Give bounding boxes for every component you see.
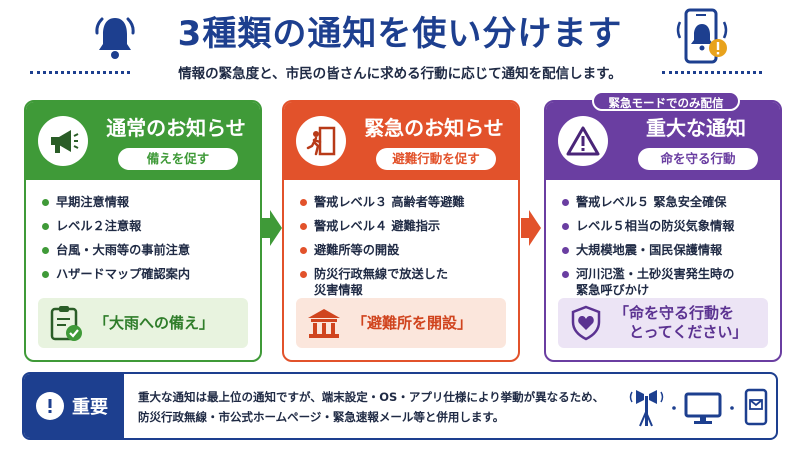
card-item-list: 警戒レベル３ 高齢者等避難 警戒レベル４ 避難指示 避難所等の開設 防災行政無線… bbox=[284, 180, 518, 298]
example-text: 「避難所を開設」 bbox=[352, 313, 473, 332]
exclamation-icon bbox=[36, 392, 64, 420]
list-item: 警戒レベル３ 高齢者等避難 bbox=[300, 194, 518, 210]
card-item-list: 警戒レベル５ 緊急安全確保 レベル５相当の防災気象情報 大規模地震・国民保護情報… bbox=[546, 180, 780, 298]
list-item: 早期注意情報 bbox=[42, 194, 260, 210]
separator-dot bbox=[730, 406, 734, 410]
card-header: 緊急のお知らせ 避難行動を促す bbox=[284, 102, 518, 180]
list-item: 台風・大雨等の事前注意 bbox=[42, 242, 260, 258]
page-subtitle: 情報の緊急度と、市民の皆さんに求める行動に応じて通知を配信します。 bbox=[178, 66, 622, 82]
list-item: 警戒レベル５ 緊急安全確保 bbox=[562, 194, 780, 210]
list-item: 防災行政無線で放送した 災害情報 bbox=[300, 266, 518, 298]
example-box: 「避難所を開設」 bbox=[296, 298, 506, 348]
card-title: 通常のお知らせ bbox=[106, 116, 246, 140]
card-header: 通常のお知らせ 備えを促す bbox=[26, 102, 260, 180]
checklist-icon bbox=[38, 298, 94, 348]
header: 3種類の通知を使い分けます 情報の緊急度と、市民の皆さんに求める行動に応じて通知… bbox=[0, 0, 800, 92]
monitor-icon bbox=[684, 392, 722, 424]
shelter-building-icon bbox=[296, 298, 352, 348]
list-item: 大規模地震・国民保護情報 bbox=[562, 242, 780, 258]
bell-icon bbox=[95, 17, 135, 59]
card-urgent-notice: 緊急のお知らせ 避難行動を促す 警戒レベル３ 高齢者等避難 警戒レベル４ 避難指… bbox=[282, 100, 520, 362]
example-box: 「命を守る行動を とってください」 bbox=[558, 298, 768, 348]
list-item: 避難所等の開設 bbox=[300, 242, 518, 258]
important-notice: 重要 重大な通知は最上位の通知ですが、端末設定・OS・アプリ仕様により挙動が異な… bbox=[22, 372, 778, 440]
list-item: 警戒レベル４ 避難指示 bbox=[300, 218, 518, 234]
card-critical-notice: 重大な通知 命を守る行動 警戒レベル５ 緊急安全確保 レベル５相当の防災気象情報… bbox=[544, 100, 782, 362]
example-text: 「大雨への備え」 bbox=[94, 313, 215, 332]
notice-icon-row bbox=[629, 388, 768, 427]
notice-text-line: 防災行政無線・市公式ホームページ・緊急速報メール等と併用します。 bbox=[138, 410, 505, 424]
notice-label: 重要 bbox=[72, 397, 108, 418]
shield-heart-icon bbox=[558, 298, 614, 348]
mail-icon bbox=[744, 388, 768, 426]
card-header: 重大な通知 命を守る行動 bbox=[546, 102, 780, 180]
divider-dots-right bbox=[662, 71, 762, 74]
arrow-right-icon bbox=[521, 210, 541, 246]
example-text: 「命を守る行動を とってください」 bbox=[614, 304, 748, 341]
notice-text: 重大な通知は最上位の通知ですが、端末設定・OS・アプリ仕様により挙動が異なるため… bbox=[138, 387, 620, 427]
card-title: 重大な通知 bbox=[646, 116, 746, 140]
separator-dot bbox=[672, 406, 676, 410]
card-subtitle-pill: 避難行動を促す bbox=[376, 148, 496, 170]
card-subtitle-pill: 備えを促す bbox=[118, 148, 238, 170]
card-normal-notice: 通常のお知らせ 備えを促す 早期注意情報 レベル２注意報 台風・大雨等の事前注意… bbox=[24, 100, 262, 362]
warning-triangle-icon bbox=[558, 116, 608, 166]
phone-alert-icon bbox=[676, 8, 728, 64]
card-title: 緊急のお知らせ bbox=[364, 116, 504, 140]
arrow-right-icon bbox=[262, 210, 282, 246]
card-item-list: 早期注意情報 レベル２注意報 台風・大雨等の事前注意 ハザードマップ確認案内 bbox=[26, 180, 260, 282]
loudspeaker-tower-icon bbox=[629, 390, 664, 427]
list-item: レベル２注意報 bbox=[42, 218, 260, 234]
example-box: 「大雨への備え」 bbox=[38, 298, 248, 348]
emergency-mode-tag: 緊急モードでのみ配信 bbox=[592, 91, 740, 111]
list-item: 河川氾濫・土砂災害発生時の 緊急呼びかけ bbox=[562, 266, 780, 298]
megaphone-icon bbox=[38, 116, 88, 166]
notice-header: 重要 bbox=[24, 374, 124, 438]
list-item: ハザードマップ確認案内 bbox=[42, 266, 260, 282]
card-subtitle-pill: 命を守る行動 bbox=[638, 148, 758, 170]
divider-dots-left bbox=[30, 71, 130, 74]
notice-text-line: 重大な通知は最上位の通知ですが、端末設定・OS・アプリ仕様により挙動が異なるため… bbox=[138, 390, 605, 404]
page-title: 3種類の通知を使い分けます bbox=[177, 14, 623, 54]
evacuation-exit-icon bbox=[296, 116, 346, 166]
list-item: レベル５相当の防災気象情報 bbox=[562, 218, 780, 234]
